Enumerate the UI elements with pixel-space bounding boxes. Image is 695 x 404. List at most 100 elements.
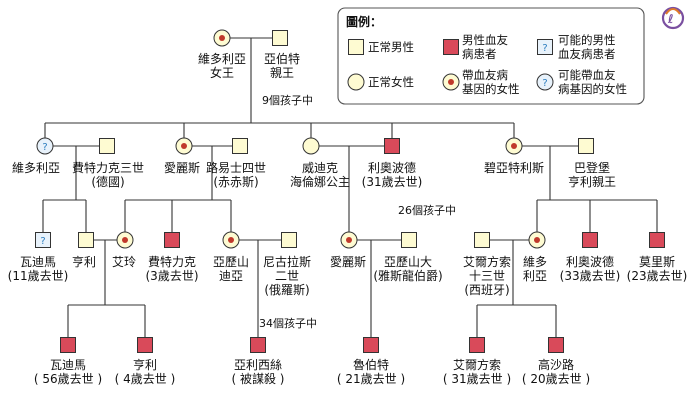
person-heinrich2-symbol xyxy=(137,337,153,353)
pedigree-notes: 9個孩子中 26個孩子中 34個孩子中 xyxy=(259,94,456,330)
person-heinrich-label: 亨利 xyxy=(72,254,96,269)
person-alfonso13-label: 艾爾方索 xyxy=(463,254,511,269)
person-friedrich3-label: 費特力克三世 xyxy=(72,160,144,175)
person-irene-carrier-dot xyxy=(122,237,128,243)
person-maurice-symbol xyxy=(649,232,665,248)
person-friedrich-label: 費特力克 xyxy=(148,254,196,269)
person-waldemar2-symbol xyxy=(60,337,76,353)
legend-possible-male-symbol xyxy=(537,39,553,55)
children-count-note: 34個孩子中 xyxy=(259,317,317,330)
person-alexei-label: ( 被謀殺 ) xyxy=(232,372,285,386)
person-gonzalo-symbol xyxy=(548,337,564,353)
person-waldemar-label: 瓦迪馬 xyxy=(20,255,56,269)
person-alice2-carrier-dot xyxy=(346,237,352,243)
person-friedrich-label: (3歲去世) xyxy=(146,269,199,283)
person-henry-symbol xyxy=(578,138,594,154)
legend-box xyxy=(337,7,645,105)
person-gonzalo-label: 高沙路 xyxy=(538,357,574,372)
person-waldemar2-label: 瓦迪馬 xyxy=(50,358,86,372)
legend-possible-female-label: 病基因的女性 xyxy=(558,82,627,96)
person-alexander-label: 亞歷山大 xyxy=(384,255,432,269)
person-victoria-eugenie-carrier-dot xyxy=(534,237,540,243)
person-waldemar-question-mark: ? xyxy=(40,236,45,247)
person-heinrich2-label: ( 4歲去世 ) xyxy=(115,372,176,386)
person-albert-label: 亞伯特 xyxy=(264,51,300,66)
person-waldemar-label: (11歲去世) xyxy=(8,269,69,283)
person-rupert-label: 魯伯特 xyxy=(353,357,389,372)
person-helena-label: 威迪克 xyxy=(302,161,338,175)
legend-title: 圖例： xyxy=(346,14,382,29)
legend: 圖例：正常男性正常女性男性血友病患者帶血友病基因的女性?可能的男性血友病患者?可… xyxy=(337,7,645,105)
person-leopold-label: (31歲去世) xyxy=(362,175,423,189)
person-alice2-label: 愛麗斯 xyxy=(330,255,366,269)
person-ludwig4-label: (赤赤斯) xyxy=(213,175,258,189)
person-waldemar2-label: ( 56歲去世 ) xyxy=(34,372,102,386)
person-leopold2-symbol xyxy=(582,232,598,248)
person-beatrice-carrier-dot xyxy=(511,143,517,149)
person-friedrich3-symbol xyxy=(99,138,115,154)
pedigree-symbols: ?? xyxy=(35,29,665,353)
person-leopold2-label: 利奧波德 xyxy=(566,254,614,269)
svg-text:ℓ: ℓ xyxy=(667,12,674,26)
person-nicholas2-symbol xyxy=(281,232,297,248)
pedigree-lines xyxy=(42,37,658,337)
legend-possible-male-label: 可能的男性 xyxy=(558,33,616,47)
person-helena-label: 海倫娜公主 xyxy=(290,174,350,189)
legend-affected-male-label: 病患者 xyxy=(462,47,497,61)
person-albert-symbol xyxy=(272,30,288,46)
person-heinrich2-label: 亨利 xyxy=(133,357,157,372)
person-alexandra-label: 亞歷山 xyxy=(213,255,249,269)
person-nicholas2-label: 尼古拉斯 xyxy=(263,254,311,269)
legend-carrier-female-label: 基因的女性 xyxy=(462,82,520,96)
person-ludwig4-symbol xyxy=(232,138,248,154)
person-victoria-eugenie-label: 維多 xyxy=(523,255,547,269)
person-gonzalo-label: ( 20歲去世 ) xyxy=(522,372,590,386)
person-victoria-label: 維多利亞 xyxy=(12,161,60,175)
logo-icon: ℓ xyxy=(661,6,685,30)
person-alexandra-carrier-dot xyxy=(228,237,234,243)
person-victoria-queen-carrier-dot xyxy=(219,35,225,41)
person-victoria-queen-label: 女王 xyxy=(210,65,234,80)
legend-possible-female-symbol xyxy=(536,73,554,91)
person-alfonso13-symbol xyxy=(474,232,490,248)
legend-normal-male-label: 正常男性 xyxy=(368,40,414,54)
person-helena-symbol xyxy=(302,137,320,155)
person-leopold-symbol xyxy=(384,138,400,154)
legend-affected-male-symbol xyxy=(443,39,459,55)
person-henry-label: 亨利親王 xyxy=(568,174,616,189)
person-friedrich-symbol xyxy=(164,232,180,248)
person-victoria-eugenie-label: 利亞 xyxy=(523,269,547,283)
person-victoria-queen-label: 維多利亞 xyxy=(198,52,246,66)
legend-carrier-female-carrier-dot xyxy=(448,79,454,85)
person-alexei-label: 亞利西絲 xyxy=(234,357,282,372)
person-alfonso-label: 艾爾方索 xyxy=(453,357,501,372)
children-count-note: 26個孩子中 xyxy=(398,204,456,217)
person-alice-label: 愛麗斯 xyxy=(164,161,200,175)
person-alice-carrier-dot xyxy=(181,143,187,149)
legend-affected-male-label: 男性血友 xyxy=(462,33,508,47)
person-alexander-symbol xyxy=(401,232,417,248)
legend-possible-male-question-mark: ? xyxy=(542,43,547,54)
children-count-note: 9個孩子中 xyxy=(262,94,313,107)
person-alexandra-label: 迪亞 xyxy=(219,269,243,283)
person-alfonso13-label: 十三世 xyxy=(469,269,505,283)
legend-possible-female-question-mark: ? xyxy=(542,78,547,89)
person-victoria-symbol xyxy=(36,137,54,155)
person-rupert-label: ( 21歲去世 ) xyxy=(337,372,405,386)
person-heinrich-symbol xyxy=(78,232,94,248)
legend-possible-female-label: 可能帶血友 xyxy=(558,68,616,82)
person-nicholas2-label: (俄羅斯) xyxy=(264,283,309,297)
person-leopold2-label: (33歲去世) xyxy=(560,269,621,283)
person-beatrice-label: 碧亞特利斯 xyxy=(484,160,544,175)
person-nicholas2-label: 二世 xyxy=(275,269,299,283)
pedigree-labels: 維多利亞女王亞伯特親王維多利亞費特力克三世(德國)愛麗斯路易士四世(赤赤斯)威迪… xyxy=(8,51,688,386)
person-alfonso-symbol xyxy=(469,337,485,353)
person-ludwig4-label: 路易士四世 xyxy=(206,160,266,175)
person-alfonso13-label: (西班牙) xyxy=(464,283,509,297)
person-irene-label: 艾玲 xyxy=(112,255,136,269)
person-alexander-label: (雅斯龍伯爵) xyxy=(373,268,442,283)
person-waldemar-symbol xyxy=(35,232,51,248)
person-alexei-symbol xyxy=(250,337,266,353)
